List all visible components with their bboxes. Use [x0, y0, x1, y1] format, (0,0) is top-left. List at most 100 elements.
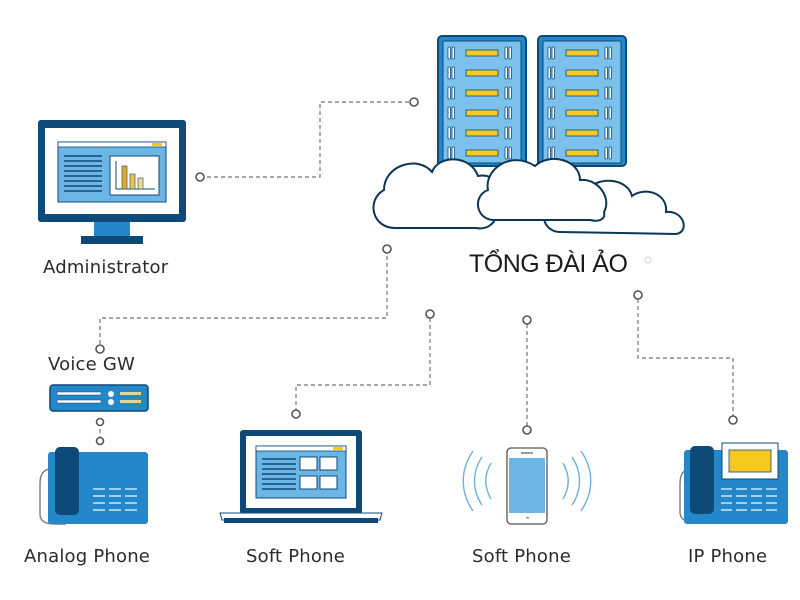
keypad-key	[721, 488, 732, 490]
vent-slot	[508, 66, 512, 80]
keypad-key	[721, 502, 732, 504]
keypad-key	[751, 502, 762, 504]
keypad-key	[109, 509, 121, 511]
keypad-key	[736, 502, 747, 504]
vent-slot	[608, 106, 612, 120]
vent-slot	[551, 86, 555, 100]
keypad-key	[751, 488, 762, 490]
vent-slot	[447, 86, 451, 100]
edge-cloud-ipphone	[637, 299, 734, 416]
vent-slot	[504, 86, 508, 100]
vent-slot	[508, 86, 512, 100]
edge-dot-laptop	[291, 409, 301, 419]
keypad-key	[93, 509, 105, 511]
vent-slot	[551, 146, 555, 160]
vent-slot	[604, 46, 608, 60]
keypad	[93, 488, 137, 511]
label-voice-gw: Voice GW	[48, 354, 135, 375]
signal-waves-right	[562, 450, 592, 512]
keypad-key	[721, 495, 732, 497]
gateway-device-icon	[49, 384, 149, 412]
cloud-server-icon	[372, 35, 685, 236]
vent-slot	[508, 106, 512, 120]
drive-bay-light	[465, 89, 499, 97]
decorative-dot	[644, 256, 652, 264]
vent-slot	[551, 46, 555, 60]
vent-slot	[547, 86, 551, 100]
vent-slot	[551, 126, 555, 140]
vent-slot	[608, 86, 612, 100]
keypad-key	[766, 488, 777, 490]
keypad-key	[93, 495, 105, 497]
desk-phone-icon	[39, 447, 148, 525]
smartphone-icon	[462, 447, 592, 525]
keypad-key	[766, 509, 777, 511]
keypad-key	[125, 502, 137, 504]
drive-bay-light	[565, 49, 599, 57]
drive-bay-light	[465, 49, 499, 57]
vent-slot	[551, 66, 555, 80]
edge-dot-analog	[95, 436, 105, 446]
keypad-key	[109, 502, 121, 504]
drive-bay-light	[465, 109, 499, 117]
edge-dot-mobile	[522, 425, 532, 435]
vent-slot	[547, 46, 551, 60]
edge-cloud-laptop	[295, 318, 431, 410]
vent-slot	[604, 106, 608, 120]
edge-dot-ipphone	[728, 415, 738, 425]
drive-bay-light	[465, 129, 499, 137]
keypad-key	[93, 502, 105, 504]
vent-slot	[547, 66, 551, 80]
vent-slot	[547, 146, 551, 160]
vent-slot	[451, 106, 455, 120]
label-ip-phone: IP Phone	[688, 546, 768, 567]
keypad-key	[93, 488, 105, 490]
edge-dot-voicegw-bottom	[95, 417, 105, 427]
edge-dot-cloud-laptop	[425, 309, 435, 319]
vent-slot	[608, 66, 612, 80]
keypad-key	[736, 488, 747, 490]
edge-dot-administrator	[195, 172, 205, 182]
cloud-pbx-title: TỔNG ĐÀI ẢO	[469, 250, 628, 278]
label-soft-phone-mobile: Soft Phone	[472, 546, 571, 567]
vent-slot	[504, 146, 508, 160]
keypad-key	[766, 495, 777, 497]
drive-bay-light	[465, 69, 499, 77]
keypad-key	[721, 509, 732, 511]
drive-bay-light	[565, 109, 599, 117]
edge-administrator-cloud	[200, 101, 414, 178]
label-soft-phone-laptop: Soft Phone	[246, 546, 345, 567]
vent-slot	[447, 46, 451, 60]
edge-dot-cloud-mobile	[522, 315, 532, 325]
vent-slot	[508, 126, 512, 140]
keypad-key	[736, 495, 747, 497]
edge-dot-cloud-ipphone	[633, 290, 643, 300]
keypad-key	[736, 509, 747, 511]
vent-slot	[547, 126, 551, 140]
keypad-key	[125, 488, 137, 490]
drive-bay-light	[565, 129, 599, 137]
keypad-key	[109, 488, 121, 490]
ip-phone-icon	[679, 442, 788, 524]
edge-dot-voicegw	[95, 344, 105, 354]
vent-slot	[504, 66, 508, 80]
laptop-icon	[219, 430, 383, 523]
vent-slot	[451, 146, 455, 160]
signal-waves-left	[462, 450, 492, 512]
vent-slot	[447, 146, 451, 160]
vent-slot	[451, 66, 455, 80]
keypad	[721, 488, 777, 511]
vent-slot	[447, 66, 451, 80]
vent-slot	[447, 106, 451, 120]
vent-slot	[504, 106, 508, 120]
keypad-key	[751, 509, 762, 511]
vent-slot	[508, 146, 512, 160]
vent-slot	[504, 126, 508, 140]
keypad-key	[109, 495, 121, 497]
vent-slot	[604, 86, 608, 100]
label-administrator: Administrator	[43, 257, 169, 278]
edge-dot-cloud-voicegw	[382, 244, 392, 254]
server-rack-icon	[537, 35, 627, 167]
vent-slot	[604, 126, 608, 140]
keypad-key	[751, 495, 762, 497]
